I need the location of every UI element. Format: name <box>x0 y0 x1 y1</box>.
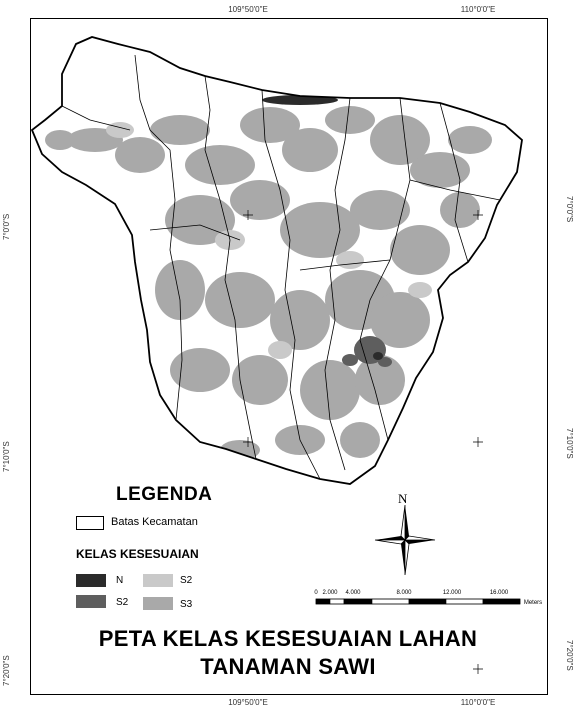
scale-tick-4: 12.000 <box>442 590 462 596</box>
legend-class-title: KELAS KESESUAIAN <box>76 547 199 561</box>
region-outline <box>30 36 523 485</box>
legend-label-s2-dark: S2 <box>116 597 129 608</box>
map-frame <box>30 18 548 695</box>
longitude-label-top-1: 109°50'0"E <box>228 5 268 14</box>
legend-swatch-s3 <box>143 597 173 610</box>
legend-title: LEGENDA <box>116 484 213 505</box>
suitability-s2-light-areas <box>106 122 432 359</box>
district-boundaries <box>61 54 501 480</box>
map-title-line-2: TANAMAN SAWI <box>200 654 376 679</box>
north-arrow-star <box>374 504 436 576</box>
legend-boundary-label: Batas Kecamatan <box>111 516 198 528</box>
scale-tick-1: 2.000 <box>322 590 338 596</box>
legend-label-s3: S3 <box>180 599 193 610</box>
graticule-crosses <box>243 210 483 674</box>
legend-boundary-symbol <box>76 516 104 530</box>
longitude-label-bottom-1: 109°50'0"E <box>228 698 268 707</box>
region-land <box>32 37 522 484</box>
legend-label-n: N <box>116 575 124 586</box>
scale-bar <box>315 598 521 605</box>
legend-swatch-s2-dark <box>76 595 106 608</box>
scale-unit: Meters <box>523 600 543 606</box>
longitude-label-bottom-2: 110°0'0"E <box>460 698 496 707</box>
scale-tick-3: 8.000 <box>396 590 412 596</box>
legend-label-s2-light: S2 <box>180 575 193 586</box>
legend-swatch-n <box>76 574 106 587</box>
longitude-label-top-2: 110°0'0"E <box>460 5 496 14</box>
legend-swatch-s2-light <box>143 574 173 587</box>
scale-tick-5: 16.000 <box>489 590 509 596</box>
north-arrow-label: N <box>398 491 408 506</box>
scale-tick-2: 4.000 <box>345 590 361 596</box>
map-title-line-1: PETA KELAS KESESUAIAN LAHAN <box>98 626 478 651</box>
scale-tick-0: 0 <box>314 590 318 596</box>
